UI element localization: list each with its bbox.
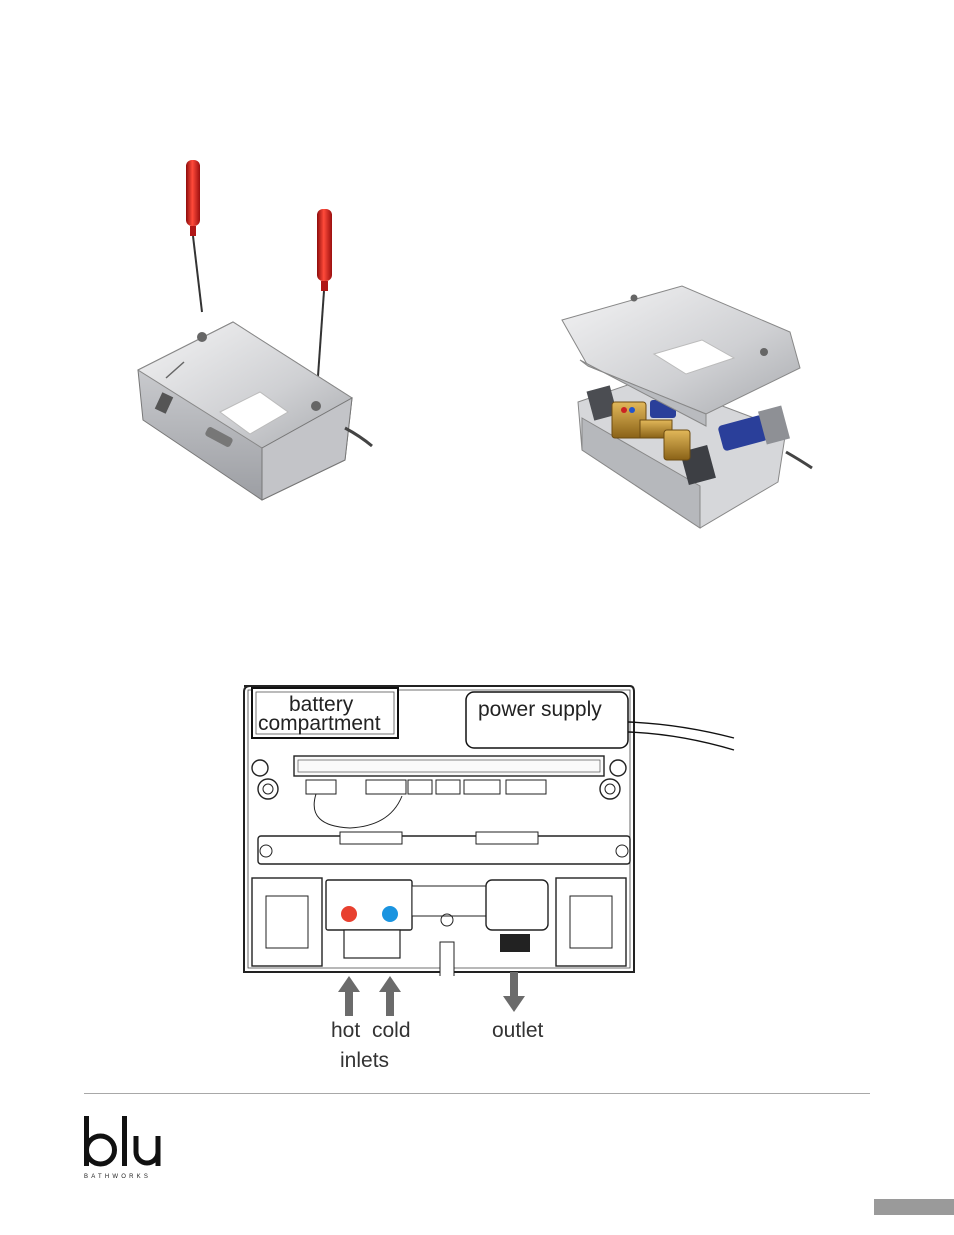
battery-label-line2: compartment xyxy=(258,712,381,735)
screwdriver-icon xyxy=(317,209,332,377)
power-supply-box xyxy=(465,691,629,749)
cold-inlet-arrow xyxy=(379,976,401,1016)
battery-label-line1: battery xyxy=(289,693,354,716)
mixing-valve-body xyxy=(325,879,413,931)
cold-label: cold xyxy=(372,1019,411,1042)
valve-layout-schematic xyxy=(243,685,735,976)
brand-tagline: BATHWORKS xyxy=(84,1174,152,1180)
assembly-illustrations xyxy=(136,160,813,529)
hot-label: hot xyxy=(331,1019,361,1042)
enclosure-open-illustration xyxy=(561,285,813,529)
inlets-label: inlets xyxy=(340,1049,390,1072)
hot-inlet-marker xyxy=(341,906,357,922)
battery-compartment-box xyxy=(251,687,399,739)
blu-logo: blu xyxy=(84,1116,161,1167)
footer-divider xyxy=(84,1093,870,1094)
enclosure-closed-illustration xyxy=(136,321,373,501)
page-tab xyxy=(874,1199,954,1215)
screwdriver-icon xyxy=(186,160,203,313)
hot-inlet-arrow xyxy=(338,976,360,1016)
power-cable xyxy=(627,721,735,739)
outlet-arrow xyxy=(503,972,525,1012)
outlet-label: outlet xyxy=(492,1019,544,1042)
cold-inlet-marker xyxy=(382,906,398,922)
power-supply-label: power supply xyxy=(478,698,602,721)
flow-arrows xyxy=(338,972,525,1016)
